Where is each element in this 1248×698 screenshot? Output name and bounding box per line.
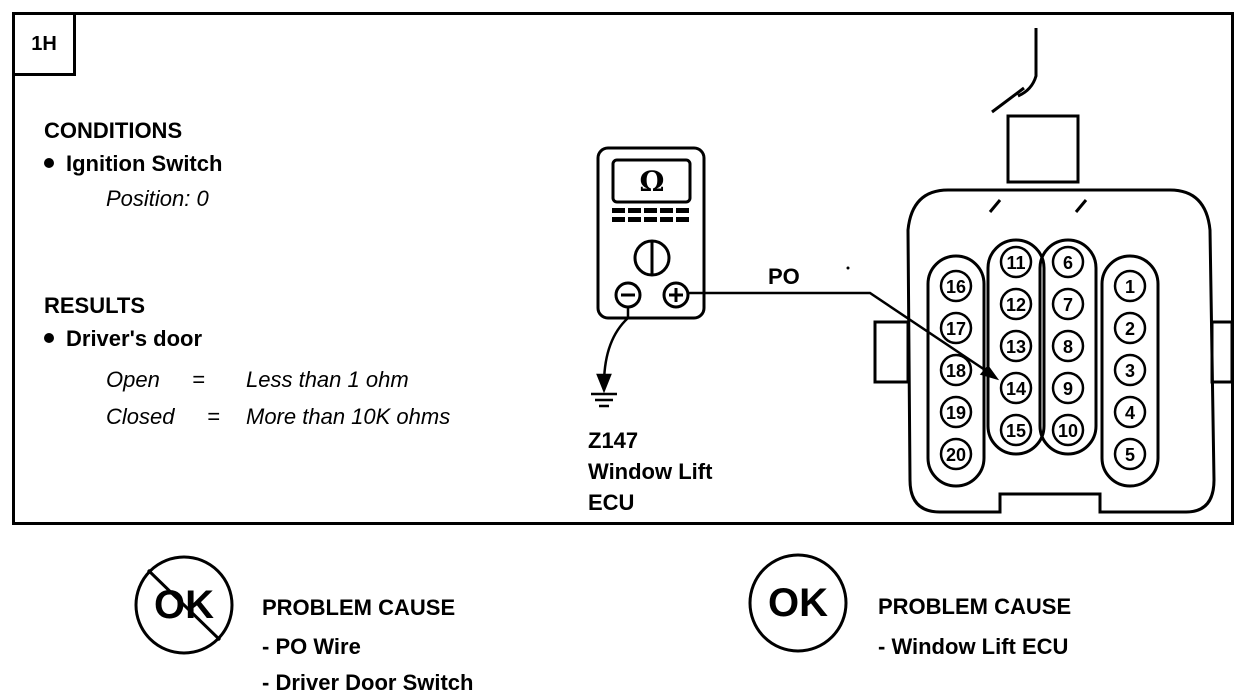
- component-name: Window Lift: [588, 459, 713, 484]
- pin-1: [1113, 269, 1147, 303]
- pin-label-2: 2: [1125, 319, 1135, 339]
- bullet-icon: [44, 333, 54, 344]
- pin-11: [999, 245, 1033, 279]
- test-frame: [12, 12, 1234, 525]
- pin-label-6: 6: [1063, 253, 1073, 273]
- not-ok-badge-text: OK: [154, 583, 214, 627]
- bullet-icon: [44, 158, 54, 169]
- pin-label-15: 15: [1006, 421, 1026, 441]
- conditions-item: Ignition Switch: [44, 151, 222, 177]
- pin-12: [999, 287, 1033, 321]
- result-value-closed: More than 10K ohms: [246, 404, 451, 429]
- pin-label-19: 19: [946, 403, 966, 423]
- pin-label-11: 11: [1006, 253, 1025, 273]
- pin-label-12: 12: [1006, 295, 1026, 315]
- ok-badge-text: OK: [768, 581, 828, 625]
- pin-label-17: 17: [946, 319, 966, 339]
- pin-label-7: 7: [1063, 295, 1073, 315]
- not-ok-cause-1: - PO Wire: [262, 634, 361, 659]
- pin-8: [1051, 329, 1085, 363]
- pin-label-8: 8: [1063, 337, 1073, 357]
- not-ok-cause-2: - Driver Door Switch: [262, 670, 474, 695]
- conditions-detail: Position: 0: [106, 186, 209, 211]
- conditions-heading: CONDITIONS: [44, 118, 183, 143]
- result-state-closed: Closed: [106, 404, 175, 429]
- ground-lead: [591, 307, 630, 408]
- pin-label-20: 20: [946, 445, 966, 465]
- results-item-label: Driver's door: [66, 326, 203, 351]
- pin-5: [1113, 437, 1147, 471]
- component-code: Z147: [588, 428, 639, 453]
- pin-16: [939, 269, 973, 303]
- pin-10: [1051, 413, 1085, 447]
- component-type: ECU: [588, 490, 635, 515]
- pin-label-4: 4: [1125, 403, 1135, 423]
- result-state-open: Open: [106, 367, 160, 392]
- pin-3: [1113, 353, 1147, 387]
- pin-13: [999, 329, 1033, 363]
- connector-icon: [873, 28, 1234, 514]
- pin-14: [999, 371, 1033, 405]
- pin-label-16: 16: [946, 277, 966, 297]
- result-sign-open: =: [192, 367, 205, 392]
- pin-9: [1051, 371, 1085, 405]
- pin-label-9: 9: [1063, 379, 1073, 399]
- ok-title: PROBLEM CAUSE: [878, 594, 1072, 619]
- pin-4: [1113, 395, 1147, 429]
- pin-label-18: 18: [946, 361, 966, 381]
- pin-2: [1113, 311, 1147, 345]
- pin-17: [939, 311, 973, 345]
- result-value-open: Less than 1 ohm: [246, 367, 409, 392]
- not-ok-badge-icon: [134, 555, 234, 655]
- wire-label-po: PO: [768, 264, 800, 289]
- step-tag: 1H: [12, 12, 76, 76]
- ok-badge-icon: [748, 553, 848, 653]
- pin-label-3: 3: [1125, 361, 1135, 381]
- pin-label-10: 10: [1058, 421, 1078, 441]
- pin-18: [939, 353, 973, 387]
- ohm-symbol: Ω: [640, 165, 665, 198]
- pin-6: [1051, 245, 1085, 279]
- result-sign-closed: =: [207, 404, 220, 429]
- results-heading: RESULTS: [44, 293, 146, 318]
- pin-label-13: 13: [1006, 337, 1026, 357]
- pin-7: [1051, 287, 1085, 321]
- conditions-item-label: Ignition Switch: [66, 151, 223, 176]
- pin-19: [939, 395, 973, 429]
- pin-label-5: 5: [1125, 445, 1135, 465]
- pin-label-14: 14: [1006, 379, 1026, 399]
- not-ok-title: PROBLEM CAUSE: [262, 595, 456, 620]
- pin-label-1: 1: [1125, 277, 1135, 297]
- pin-15: [999, 413, 1033, 447]
- ok-cause-1: - Window Lift ECU: [878, 634, 1069, 659]
- results-item: Driver's door: [44, 326, 202, 352]
- pin-20: [939, 437, 973, 471]
